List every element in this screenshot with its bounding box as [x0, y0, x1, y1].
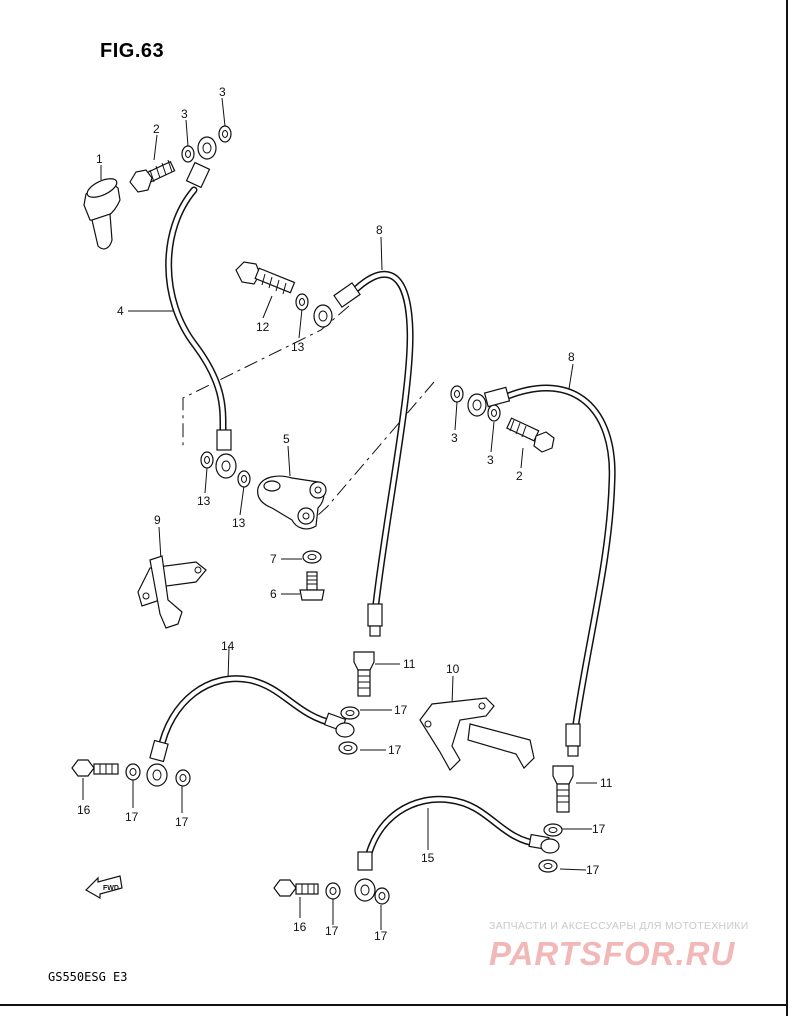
callout-10: 10: [446, 662, 460, 676]
part-17-washers-left: [125, 763, 191, 787]
hose-15-ends: [354, 833, 560, 902]
callout-9: 9: [154, 513, 161, 527]
callout-2: 2: [516, 469, 523, 483]
model-code: GS550ESG E3: [48, 970, 128, 984]
part-11-fitting-upper: [353, 651, 375, 697]
callout-13: 13: [197, 494, 211, 508]
callout-17: 17: [374, 929, 388, 943]
fwd-label: FWD: [103, 885, 119, 892]
callout-17: 17: [388, 743, 402, 757]
callout-labels: 1 2 3 3 4 12 13 8 8 5 13 13 3 3 2 9 7 6 …: [77, 85, 613, 943]
leader-lines: [82, 97, 597, 930]
callout-17: 17: [592, 822, 606, 836]
callout-16: 16: [77, 803, 91, 817]
callout-7: 7: [270, 552, 277, 566]
callout-16: 16: [293, 920, 307, 934]
callout-13: 13: [291, 340, 305, 354]
frame-border-bottom: [0, 1004, 788, 1006]
part-7-washer: [302, 550, 322, 564]
watermark-caption: ЗАПЧАСТИ И АКСЕССУАРЫ ДЛЯ МОТОТЕХНИКИ: [489, 920, 749, 932]
part-9-bracket: [137, 555, 207, 629]
callout-15: 15: [421, 851, 435, 865]
callout-13: 13: [232, 516, 246, 530]
part-2-bolt-right: [506, 417, 555, 453]
callout-3: 3: [219, 85, 226, 99]
callout-17: 17: [394, 703, 408, 717]
hose-14: [156, 675, 339, 756]
part-13-washer-mid: [295, 293, 309, 311]
part-5-joint: [257, 475, 327, 530]
callout-2: 2: [153, 122, 160, 136]
callout-4: 4: [117, 304, 124, 318]
hose-4-banjo-lower: [215, 429, 237, 479]
callout-11: 11: [403, 657, 416, 671]
hose-8-right-banjo: [467, 386, 511, 417]
part-17-washers-14: [338, 706, 360, 755]
callout-1: 1: [96, 152, 103, 166]
hose-4: [165, 186, 227, 436]
callout-3: 3: [181, 107, 188, 121]
callout-3: 3: [451, 431, 458, 445]
part-16-bolt-left: [71, 759, 119, 777]
callout-3: 3: [487, 453, 494, 467]
fwd-arrow-icon: FWD: [85, 875, 123, 900]
callout-8: 8: [376, 223, 383, 237]
callout-17: 17: [325, 924, 339, 938]
figure-title: FIG.63: [100, 40, 165, 62]
hose-8-left-banjo: [313, 282, 361, 328]
hose-14-ends: [146, 712, 355, 787]
callout-17: 17: [586, 863, 600, 877]
callout-6: 6: [270, 587, 277, 601]
part-11-fitting-lower: [552, 765, 574, 813]
part-6-bolt: [299, 571, 325, 601]
part-1-cap: [83, 178, 121, 250]
callout-11: 11: [600, 776, 613, 790]
part-2-bolt-upper: [129, 159, 176, 193]
watermark-logo: PARTSFOR.RU: [489, 935, 736, 972]
hose-4-banjo-upper: [185, 136, 217, 189]
callout-17: 17: [175, 815, 189, 829]
part-3-washers-right: [450, 385, 501, 422]
callout-17: 17: [125, 810, 139, 824]
hose-8-left: [348, 270, 414, 616]
part-13-washers-left: [200, 451, 251, 488]
hose-8-right-end: [565, 723, 581, 757]
hose-15: [362, 795, 544, 870]
part-17-washers-lower: [325, 882, 390, 905]
callout-5: 5: [283, 432, 290, 446]
part-10-bracket: [419, 697, 535, 771]
hose-8-right: [504, 384, 616, 734]
callout-8: 8: [568, 350, 575, 364]
hose-8-left-end: [367, 603, 383, 637]
part-17-washers-15: [538, 823, 563, 873]
hidden-lines: [182, 305, 435, 517]
callout-14: 14: [221, 639, 235, 653]
frame-border-right: [786, 0, 788, 1016]
callout-12: 12: [256, 320, 270, 334]
part-16-bolt-lower: [273, 879, 319, 897]
part-3-washers-upper: [181, 125, 232, 163]
part-12-bolt: [235, 261, 296, 295]
